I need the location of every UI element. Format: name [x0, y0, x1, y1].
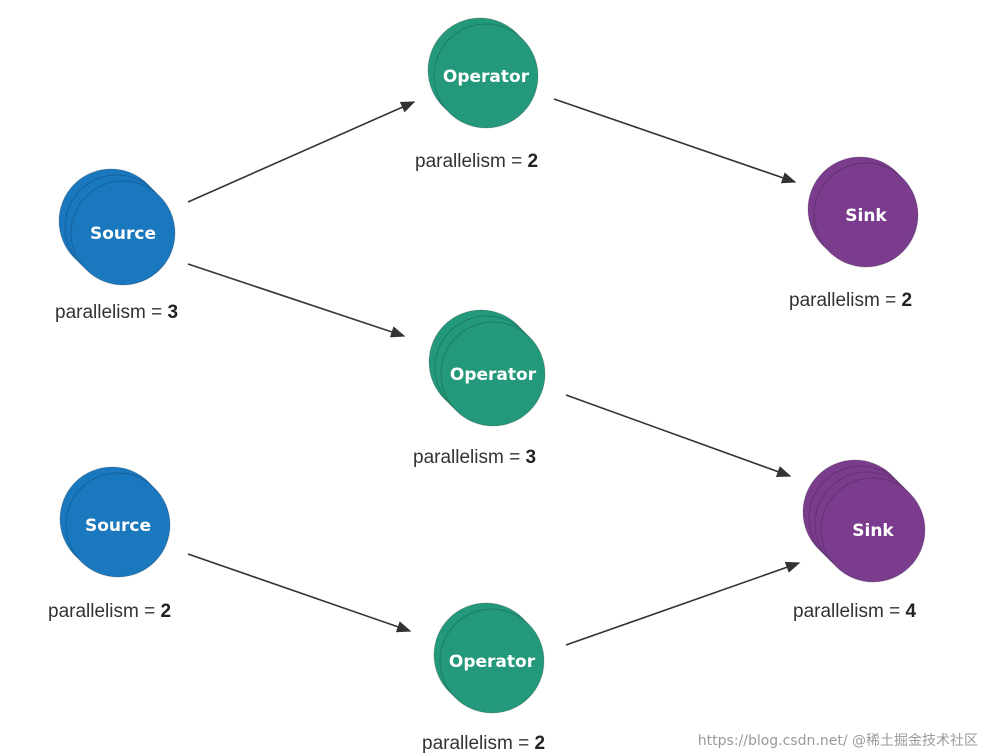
sink-node-1: Sink: [807, 156, 919, 268]
parallelism-label-source-2: parallelism = 2: [48, 601, 172, 622]
operator-instance-circle: [439, 608, 545, 714]
arrow-operator-1-to-sink-1: [553, 98, 797, 184]
sink-instance-circle: [820, 477, 926, 583]
operator-node-2: Operator: [428, 309, 546, 427]
nodes: SourceOperatorOperatorSinkSourceOperator…: [58, 17, 926, 714]
sink-instance-circle: [813, 162, 919, 268]
sink-label: Sink: [852, 521, 894, 541]
arrow-source-1-to-operator-2: [187, 263, 406, 338]
source-instance-circle: [70, 180, 176, 286]
source-label: Source: [90, 224, 156, 244]
operator-instance-circle: [433, 23, 539, 129]
operator-label: Operator: [449, 652, 536, 672]
source-instance-circle: [65, 472, 171, 578]
operator-instance-circle: [440, 321, 546, 427]
parallelism-label-operator-1: parallelism = 2: [415, 151, 539, 172]
watermark: https://blog.csdn.net/ @稀土掘金技术社区: [697, 733, 978, 749]
arrow-operator-3-to-sink-2: [565, 561, 801, 646]
parallelism-label-source-1: parallelism = 3: [55, 302, 179, 323]
arrow-source-1-to-operator-1: [187, 101, 416, 203]
source-node-2: Source: [59, 466, 171, 578]
sink-node-2: Sink: [802, 459, 926, 583]
operator-node-3: Operator: [433, 602, 545, 714]
edges: [187, 98, 801, 646]
parallelism-label-operator-2: parallelism = 3: [413, 447, 537, 468]
arrow-source-2-to-operator-3: [187, 553, 412, 633]
parallelism-label-sink-1: parallelism = 2: [789, 290, 913, 311]
arrow-operator-2-to-sink-2: [565, 394, 792, 478]
source-node-1: Source: [58, 168, 176, 286]
operator-label: Operator: [443, 67, 530, 87]
source-label: Source: [85, 516, 151, 536]
parallelism-label-sink-2: parallelism = 4: [793, 601, 917, 622]
operator-node-1: Operator: [427, 17, 539, 129]
operator-label: Operator: [450, 365, 537, 385]
parallelism-label-operator-3: parallelism = 2: [422, 733, 546, 754]
sink-label: Sink: [845, 206, 887, 226]
